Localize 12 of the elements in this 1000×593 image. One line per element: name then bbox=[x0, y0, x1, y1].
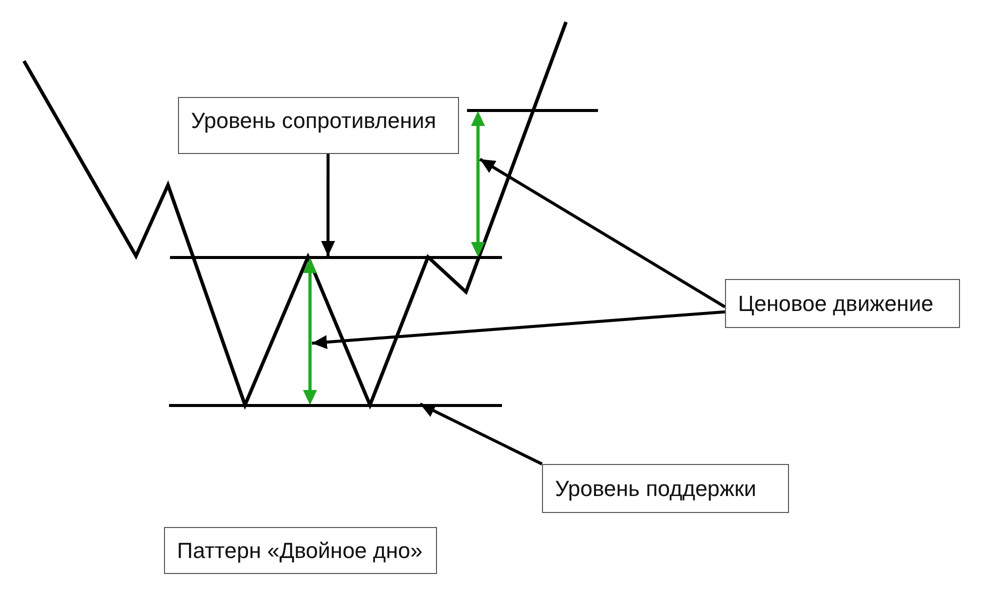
callout-label: Уровень сопротивления bbox=[178, 97, 459, 154]
level-line bbox=[169, 404, 502, 407]
leader-arrow bbox=[419, 402, 543, 466]
leader-arrow bbox=[312, 310, 726, 350]
dimension-line bbox=[471, 111, 485, 257]
dimension-line bbox=[303, 258, 317, 405]
callout-label: Ценовое движение bbox=[725, 279, 960, 328]
level-line bbox=[170, 256, 502, 259]
callout-label: Уровень поддержки bbox=[542, 464, 789, 513]
callout-label: Паттерн «Двойное дно» bbox=[164, 527, 437, 574]
leader-arrow bbox=[479, 158, 726, 308]
leader-arrow bbox=[321, 154, 336, 256]
